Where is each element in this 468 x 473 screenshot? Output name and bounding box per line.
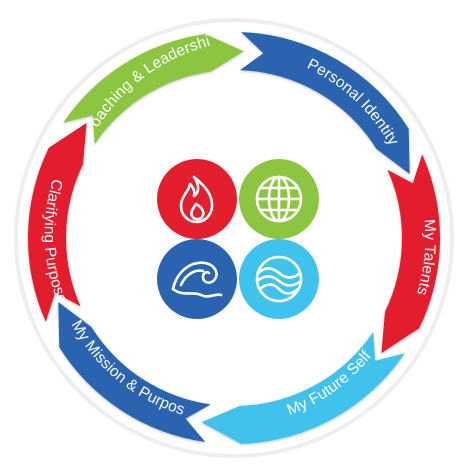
water-icon	[255, 255, 303, 303]
wave-circle	[157, 239, 237, 319]
cycle-segment-my-future-self	[201, 331, 405, 444]
globe-icon	[255, 175, 303, 223]
cycle-segment-coaching-leadership	[63, 34, 244, 145]
element-wave	[157, 239, 237, 319]
outer-ring	[14, 18, 454, 458]
cycle-segment-my-talents	[381, 154, 441, 354]
element-globe	[239, 159, 319, 239]
cycle-segment-my-mission-purpose	[58, 302, 211, 442]
fire-circle	[157, 159, 237, 239]
wave-icon	[171, 261, 223, 298]
cycle-segment-clarifying-purpose	[27, 122, 87, 322]
cycle-segments	[27, 32, 441, 444]
element-water	[239, 239, 319, 319]
element-fire	[157, 159, 237, 239]
cycle-segment-personal-identity	[239, 32, 410, 174]
water-circle	[239, 239, 319, 319]
fire-icon	[179, 175, 214, 224]
